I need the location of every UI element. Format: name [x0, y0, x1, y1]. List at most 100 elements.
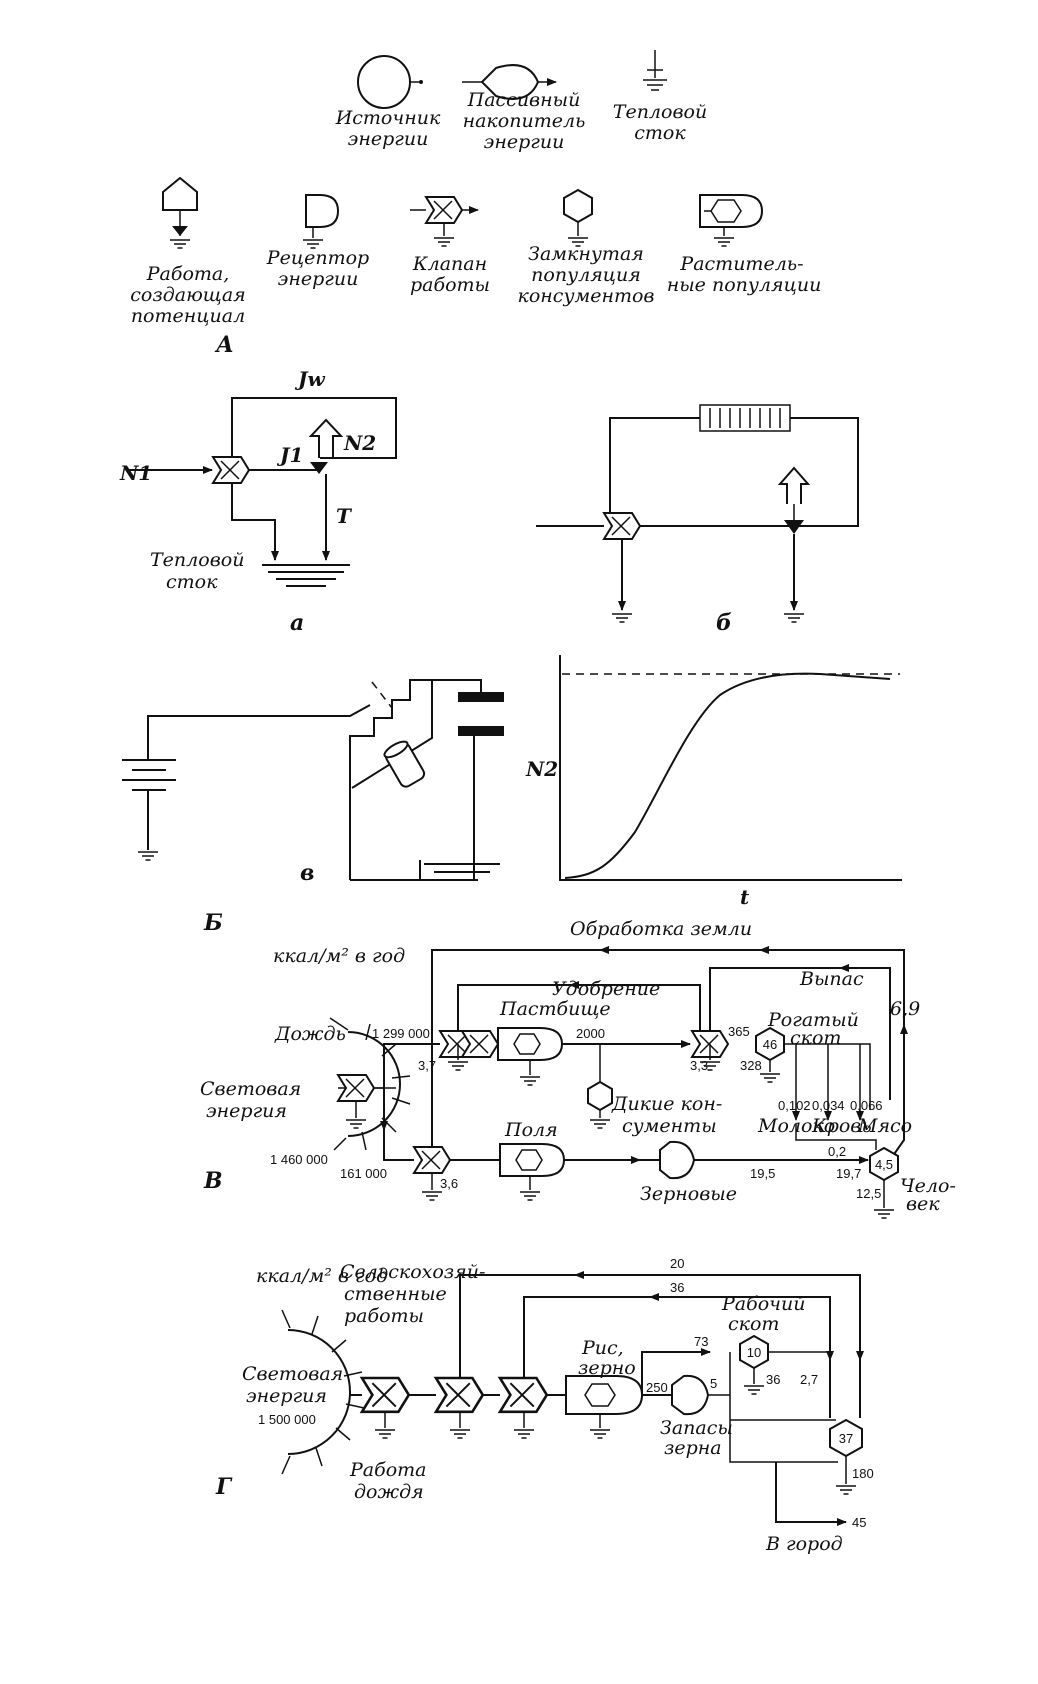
- label-b: б: [716, 610, 732, 636]
- label-heat-sink-a-line1: Тепловой: [150, 549, 244, 571]
- label-n1: N1: [119, 461, 152, 485]
- label-units-g: ккал/м² в год: [256, 1265, 388, 1287]
- label-farm-work-line3: работы: [344, 1305, 424, 1327]
- section-b-label: Б: [203, 910, 223, 936]
- legend-consumer-population-line2: популяция: [531, 264, 641, 286]
- legend-passive-storage-line1: Пассивный: [467, 89, 581, 111]
- legend-work-gate-line1: Клапан: [412, 253, 487, 275]
- legend-potential-work-line3: потенциал: [131, 305, 245, 327]
- num-3-6: 3,6: [440, 1176, 458, 1191]
- panel-b-v-circuit: в: [122, 679, 504, 886]
- energy-receptor-icon: [302, 194, 340, 249]
- num-365: 365: [728, 1024, 750, 1039]
- label-wild-line1: Дикие кон-: [611, 1093, 722, 1115]
- num-1299000: 1 299 000: [372, 1026, 430, 1041]
- label-blood: Кровь: [811, 1115, 872, 1137]
- label-cattle-line1: Рогатый: [767, 1009, 859, 1031]
- legend-heat-sink-line2: сток: [634, 122, 686, 144]
- num-19-5: 19,5: [750, 1166, 775, 1181]
- label-fertilizer: Удобрение: [552, 978, 660, 1000]
- label-light-v-line1: Световая: [200, 1078, 301, 1100]
- label-light-g-line1: Световая: [242, 1363, 343, 1385]
- num-45: 45: [852, 1515, 866, 1530]
- num-5: 5: [710, 1376, 717, 1391]
- graph-ylabel: N2: [525, 757, 558, 781]
- graph-xlabel: t: [740, 885, 750, 909]
- num-2000: 2000: [576, 1026, 605, 1041]
- num-46: 46: [763, 1037, 777, 1052]
- panel-b-a-circuit: Jw N1 J1 N2 T Тепловой сток а: [119, 367, 397, 636]
- num-161000: 161 000: [340, 1166, 387, 1181]
- energy-source-icon: [357, 55, 423, 109]
- passive-storage-icon: [462, 64, 557, 100]
- legend-work-gate-line2: работы: [410, 274, 490, 296]
- label-grain-stock-line2: зерна: [664, 1437, 722, 1459]
- legend-plant-population-line1: Раститель-: [679, 253, 803, 275]
- label-human-line2: век: [906, 1193, 940, 1215]
- num-0-034: 0,034: [812, 1098, 845, 1113]
- num-19-7: 19,7: [836, 1166, 861, 1181]
- num-20: 20: [670, 1256, 684, 1271]
- legend-passive-storage-line3: энергии: [484, 131, 565, 153]
- legend-potential-work-line2: создающая: [130, 284, 245, 306]
- num-0-2: 0,2: [828, 1144, 846, 1159]
- legend-energy-source-line2: энергии: [348, 128, 429, 150]
- label-heat-sink-a-line2: сток: [166, 571, 218, 593]
- label-n2: N2: [343, 431, 376, 455]
- num-36a: 36: [670, 1280, 684, 1295]
- panel-g-diagram: ккал/м² в год 20 36 Световая энергия 1 5…: [215, 1256, 874, 1555]
- label-a: а: [290, 610, 304, 636]
- label-j1: J1: [276, 443, 303, 467]
- panel-v-diagram: Обработка земли ккал/м² в год Выпас Удоб…: [200, 918, 956, 1219]
- label-pasture: Пастбище: [499, 998, 611, 1020]
- num-6-9: 6,9: [890, 998, 920, 1020]
- plant-population-icon: [699, 194, 764, 247]
- section-v-label: В: [203, 1168, 223, 1194]
- num-3-3: 3,3: [690, 1058, 708, 1073]
- label-farm-work-line2: ственные: [344, 1283, 447, 1305]
- label-v: в: [300, 860, 314, 886]
- work-gate-icon: [410, 196, 479, 247]
- heat-sink-icon: [643, 50, 667, 91]
- consumer-population-icon: [563, 188, 593, 247]
- num-37: 37: [839, 1431, 853, 1446]
- num-2-7: 2,7: [800, 1372, 818, 1387]
- num-328: 328: [740, 1058, 762, 1073]
- legend-consumer-population-line1: Замкнутая: [528, 243, 644, 265]
- label-farm-work-line1: Сельскохозяй-: [340, 1261, 485, 1283]
- label-fields: Поля: [504, 1119, 558, 1141]
- label-meat: Мясо: [857, 1115, 912, 1137]
- legend-energy-receptor-line2: энергии: [278, 268, 359, 290]
- num-0-066: 0,066: [850, 1098, 883, 1113]
- label-human-line1: Чело-: [900, 1175, 956, 1197]
- label-light-g-line2: энергия: [246, 1385, 327, 1407]
- label-light-v-line2: энергия: [206, 1100, 287, 1122]
- num-1500000: 1 500 000: [258, 1412, 316, 1427]
- num-73: 73: [694, 1334, 708, 1349]
- label-cattle-line2: скот: [790, 1027, 841, 1049]
- num-10: 10: [747, 1345, 761, 1360]
- legend-potential-work-line1: Работа,: [146, 263, 230, 285]
- legend-passive-storage-line2: накопитель: [463, 110, 586, 132]
- num-12-5: 12,5: [856, 1186, 881, 1201]
- label-work-cattle-line2: скот: [728, 1313, 779, 1335]
- label-rain-work-line1: Работа: [349, 1459, 427, 1481]
- label-to-city: В город: [765, 1533, 843, 1555]
- label-tillage: Обработка земли: [570, 918, 752, 940]
- label-rain: Дождь: [274, 1023, 346, 1045]
- label-grain-stock-line1: Запасы: [660, 1417, 733, 1439]
- num-250: 250: [646, 1380, 668, 1395]
- label-grain-v: Зерновые: [640, 1183, 737, 1205]
- label-rice-line1: Рис,: [581, 1337, 624, 1359]
- legend-energy-source-line1: Источник: [335, 107, 441, 129]
- legend-heat-sink-line1: Тепловой: [613, 101, 707, 123]
- potential-work-icon: [162, 176, 198, 249]
- label-work-cattle-line1: Рабочий: [721, 1293, 805, 1315]
- growth-curve: [564, 672, 891, 879]
- section-g-label: Г: [215, 1474, 233, 1500]
- num-0-102: 0,102: [778, 1098, 811, 1113]
- num-4-5: 4,5: [875, 1157, 893, 1172]
- legend-consumer-population-line3: консументов: [518, 285, 655, 307]
- label-rain-work-line2: дождя: [354, 1481, 424, 1503]
